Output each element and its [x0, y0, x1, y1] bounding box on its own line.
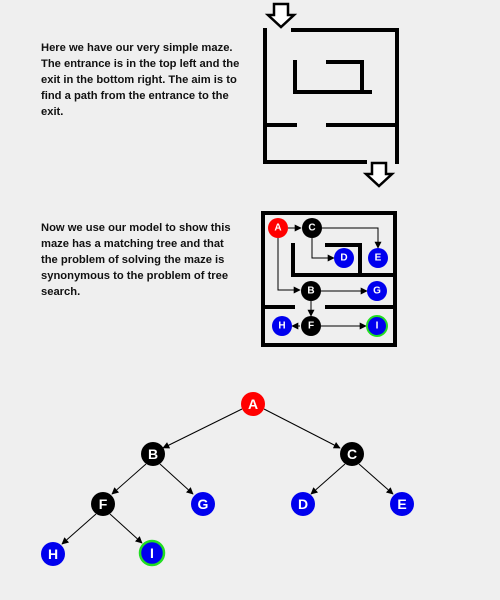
maze-node-f: F: [301, 316, 321, 336]
maze-graph: [261, 211, 397, 347]
maze-node-e-label: E: [375, 253, 382, 264]
tree-edges: [61, 408, 394, 545]
maze-node-h: H: [272, 316, 292, 336]
maze-node-i-label: I: [376, 321, 379, 332]
maze-node-c-label: C: [308, 223, 315, 234]
tree-node-a-label: A: [248, 396, 258, 412]
maze-graph-nodes: A C D E B G H F: [268, 218, 388, 337]
maze-intro-text: Here we have our very simple maze. The e…: [41, 42, 240, 118]
tree-node-a: A: [241, 392, 265, 416]
tree-node-g-label: G: [198, 496, 209, 512]
maze-node-b-label: B: [307, 286, 314, 297]
maze-model-text: Now we use our model to show this maze h…: [41, 222, 231, 298]
maze-node-e: E: [368, 248, 388, 268]
tree-node-f-label: F: [99, 496, 108, 512]
maze-node-b: B: [301, 281, 321, 301]
maze-node-g: G: [367, 281, 387, 301]
maze-node-a: A: [268, 218, 288, 238]
exit-arrow-icon: [362, 161, 396, 188]
tree-node-b-label: B: [148, 446, 158, 462]
maze-node-h-label: H: [278, 321, 285, 332]
tree-node-i-label: I: [150, 545, 154, 561]
maze-node-f-label: F: [308, 321, 314, 332]
tree-node-f: F: [91, 492, 115, 516]
entrance-arrow-icon: [264, 2, 298, 29]
maze-node-c: C: [302, 218, 322, 238]
tree-node-d-label: D: [298, 496, 308, 512]
tree-node-c-label: C: [347, 446, 357, 462]
tree-node-i: I: [138, 539, 166, 567]
maze-node-d-label: D: [340, 253, 347, 264]
maze-node-g-label: G: [373, 286, 381, 297]
maze-graph-edges: [277, 224, 382, 330]
tree-nodes: A B C F G D E H: [41, 392, 414, 567]
tree-node-h-label: H: [48, 546, 58, 562]
maze-node-a-label: A: [274, 223, 281, 234]
tree-node-b: B: [141, 442, 165, 466]
maze-plain: [263, 28, 399, 164]
tree-node-c: C: [340, 442, 364, 466]
tree-node-g: G: [191, 492, 215, 516]
maze-node-i: I: [366, 315, 388, 337]
maze-node-d: D: [334, 248, 354, 268]
tree-node-e-label: E: [397, 496, 406, 512]
tree-node-e: E: [390, 492, 414, 516]
tree-node-d: D: [291, 492, 315, 516]
tree-node-h: H: [41, 542, 65, 566]
